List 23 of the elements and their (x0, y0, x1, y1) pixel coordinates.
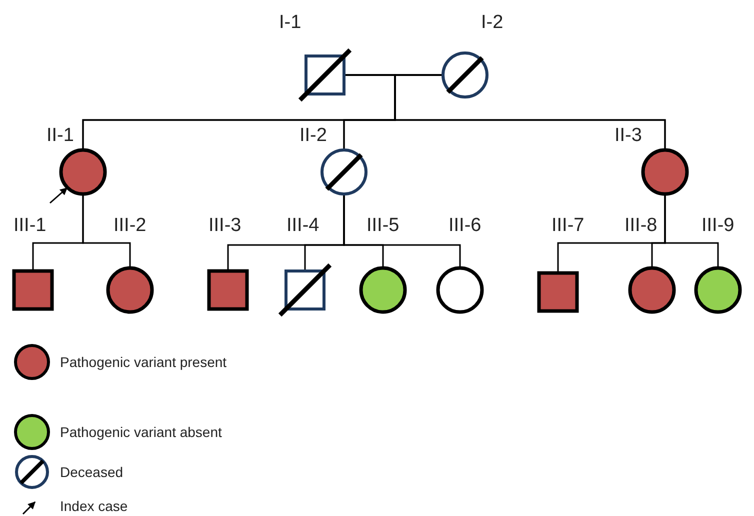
legend-label: Deceased (60, 465, 124, 479)
pedigree-line (394, 74, 666, 150)
pedigree-line (664, 194, 719, 268)
pedigree-line (82, 194, 131, 268)
individual-id: II-1 (46, 126, 74, 144)
index-arrow (50, 187, 68, 204)
individual-id: I-1 (279, 12, 302, 32)
individual-id: III-3 (208, 216, 242, 234)
individual-id: III-8 (624, 216, 658, 234)
individual-id: III-1 (14, 216, 46, 234)
individual-id: II-2 (300, 126, 327, 144)
pedigree-line (343, 194, 461, 268)
individual-id: II-3 (614, 126, 642, 144)
individual-id: I-2 (481, 12, 504, 32)
individual-id: III-6 (448, 216, 482, 234)
individual-id: III-9 (702, 216, 734, 234)
legend-label: Pathogenic variant present (60, 355, 227, 369)
individual-id: III-2 (114, 216, 146, 234)
legend-label: Index case (60, 499, 128, 513)
legend-label: Pathogenic variant absent (60, 425, 222, 439)
individual-id: III-5 (366, 216, 400, 234)
individual-id: III-4 (286, 216, 320, 234)
individual-id: III-7 (552, 216, 584, 234)
